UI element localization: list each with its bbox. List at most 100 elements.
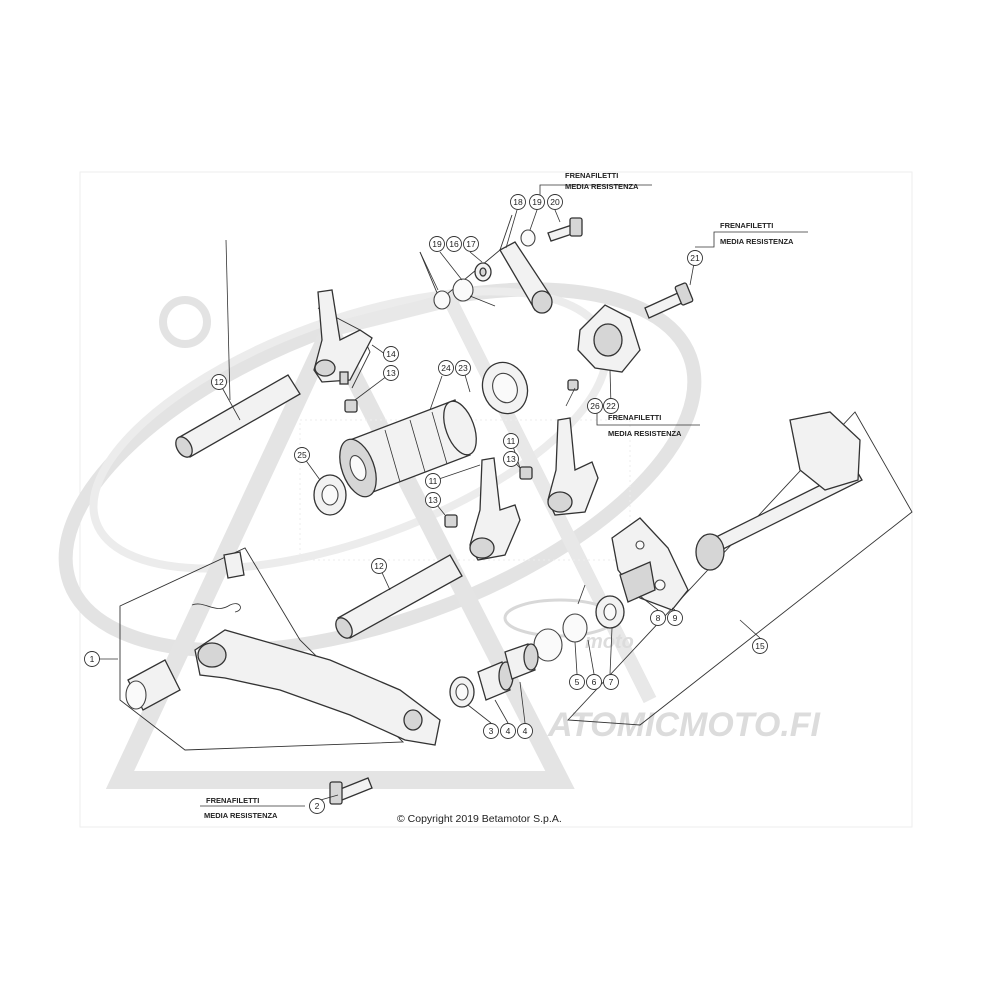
selector-drum: [339, 399, 477, 498]
callout-4a: 4: [500, 723, 516, 739]
callout-5-label: 5: [575, 677, 580, 687]
callout-12b: 12: [371, 558, 387, 574]
callout-18-label: 18: [513, 197, 523, 207]
callout-12b-label: 12: [374, 561, 384, 571]
callout-25-label: 25: [297, 450, 307, 460]
callout-14: 14: [383, 346, 399, 362]
note-bottom-left: FRENAFILETTI MEDIA RESISTENZA: [204, 796, 278, 820]
callout-17: 17: [463, 236, 479, 252]
washer-19b: [520, 229, 536, 247]
note-top-center: FRENAFILETTI MEDIA RESISTENZA: [565, 171, 639, 191]
callout-24-label: 24: [441, 363, 451, 373]
callout-15: 15: [752, 638, 768, 654]
callout-17-label: 17: [466, 239, 476, 249]
note-top-right-line2: MEDIA RESISTENZA: [720, 237, 794, 246]
callout-11a-label: 11: [507, 436, 516, 446]
star-pin: [567, 379, 579, 391]
callout-2: 2: [309, 798, 325, 814]
lever-18: [499, 241, 553, 314]
callout-8-label: 8: [656, 613, 661, 623]
pedal-bolt: [329, 777, 373, 805]
callout-16-label: 16: [449, 239, 459, 249]
callout-3: 3: [483, 723, 499, 739]
star-bolt: [644, 282, 694, 319]
watermark-logo-word: moto: [585, 631, 634, 653]
callout-7: 7: [603, 674, 619, 690]
shift-shaft: [695, 411, 863, 571]
note-bottom-left-line1: FRENAFILETTI: [206, 796, 259, 805]
callout-11b-label: 11: [429, 476, 438, 486]
callout-9-label: 9: [673, 613, 678, 623]
bush-4b: [504, 643, 539, 680]
callout-14-label: 14: [386, 349, 396, 359]
watermark-text: ATOMICMOTO.FI: [547, 706, 822, 744]
callout-25: 25: [294, 447, 310, 463]
callout-19a: 19: [429, 236, 445, 252]
note-top-right-line1: FRENAFILETTI: [720, 221, 773, 230]
copyright-text: © Copyright 2019 Betamotor S.p.A.: [397, 813, 562, 825]
fork-pin-lower-a: [519, 466, 533, 480]
callout-13c-label: 13: [428, 495, 438, 505]
note-middle-right-line1: FRENAFILETTI: [608, 413, 661, 422]
callout-13a-label: 13: [386, 368, 396, 378]
gear-pedal: [125, 551, 441, 746]
callout-6-label: 6: [592, 677, 597, 687]
callout-7-label: 7: [609, 677, 614, 687]
drum-bearing-right: [481, 361, 529, 415]
callout-4b: 4: [517, 723, 533, 739]
shift-fork-upper: [313, 289, 373, 385]
callout-12a: 12: [211, 374, 227, 390]
callout-1: 1: [84, 651, 100, 667]
note-middle-right: FRENAFILETTI MEDIA RESISTENZA: [608, 413, 682, 438]
callout-11b: 11: [425, 473, 441, 489]
callout-19b: 19: [529, 194, 545, 210]
seal-3: [449, 676, 475, 708]
callout-21-label: 21: [690, 253, 700, 263]
note-middle-right-line2: MEDIA RESISTENZA: [608, 429, 682, 438]
callout-19a-label: 19: [432, 239, 442, 249]
note-top-right: FRENAFILETTI MEDIA RESISTENZA: [720, 221, 794, 246]
selector-star: [577, 304, 641, 373]
return-spring: [619, 561, 656, 603]
bush-17: [474, 262, 492, 282]
fork-rod-lower: [335, 554, 463, 639]
callout-5: 5: [569, 674, 585, 690]
callout-20: 20: [547, 194, 563, 210]
callout-1-label: 1: [90, 654, 95, 664]
fork-pin-lower-b: [444, 514, 458, 528]
callout-22: 22: [603, 398, 619, 414]
drum-bearing-left: [313, 474, 347, 516]
callout-4a-label: 4: [506, 726, 511, 736]
bolt-20: [547, 217, 583, 242]
callout-13a: 13: [383, 365, 399, 381]
callout-19b-label: 19: [532, 197, 542, 207]
callout-4b-label: 4: [523, 726, 528, 736]
callout-13b-label: 13: [506, 454, 516, 464]
callout-6: 6: [586, 674, 602, 690]
callout-21: 21: [687, 250, 703, 266]
bush-7: [595, 595, 625, 629]
note-top-center-line1: FRENAFILETTI: [565, 171, 618, 180]
callout-13b: 13: [503, 451, 519, 467]
group-frame-shaft: [567, 411, 913, 726]
callout-18: 18: [510, 194, 526, 210]
shift-fork-lower-right: [547, 417, 599, 516]
callout-15-label: 15: [755, 641, 765, 651]
callout-22-label: 22: [606, 401, 616, 411]
note-bottom-left-line2: MEDIA RESISTENZA: [204, 811, 278, 820]
callout-13c: 13: [425, 492, 441, 508]
spring-16: [452, 278, 496, 307]
group-frame-top: [419, 214, 513, 301]
fork-rod-upper: [175, 374, 301, 458]
callout-26: 26: [587, 398, 603, 414]
washer-19a: [433, 290, 451, 310]
shift-fork-lower-left: [469, 457, 521, 561]
callout-24: 24: [438, 360, 454, 376]
callout-12a-label: 12: [214, 377, 224, 387]
note-top-center-line2: MEDIA RESISTENZA: [565, 182, 639, 191]
fork-pin-upper: [344, 399, 358, 413]
callout-11a: 11: [503, 433, 519, 449]
callout-2-label: 2: [315, 801, 320, 811]
callout-16: 16: [446, 236, 462, 252]
